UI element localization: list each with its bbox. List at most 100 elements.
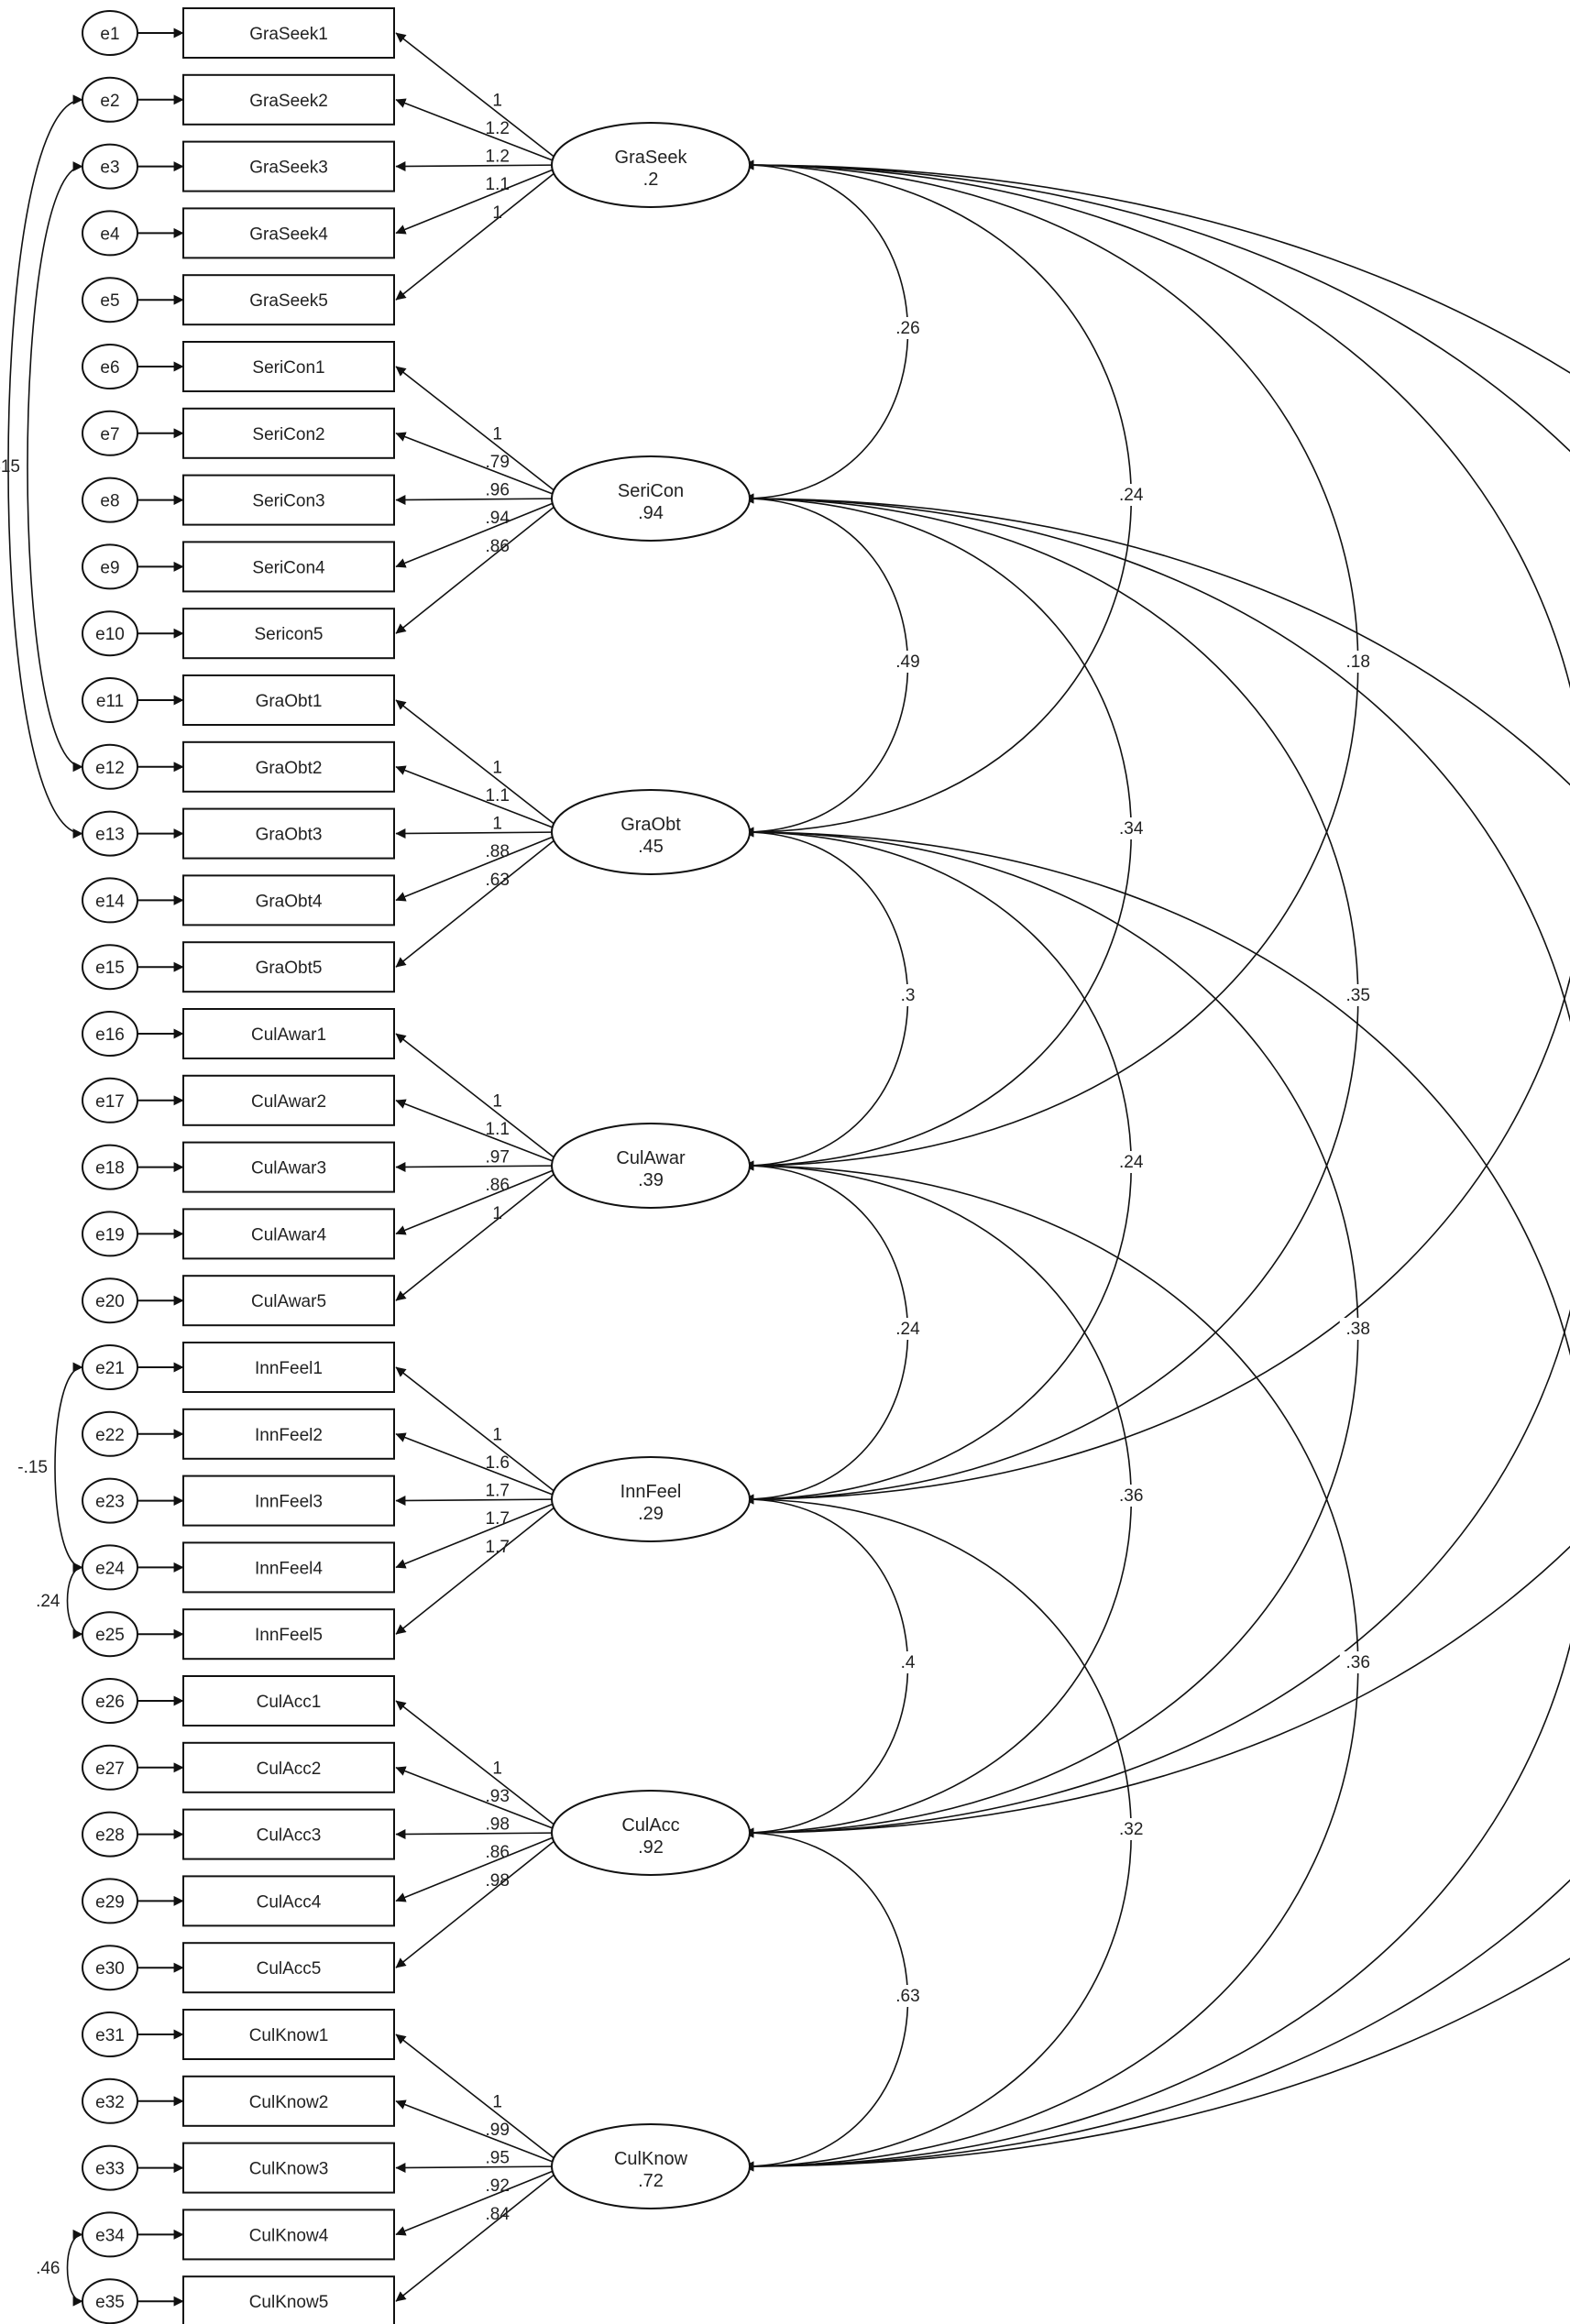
error-term-e10 <box>82 610 138 657</box>
error-label: e29 <box>95 1892 125 1912</box>
covariance-value: .49 <box>895 652 919 672</box>
loading-path <box>395 2163 565 2174</box>
error-label: e13 <box>95 826 125 845</box>
loading-path <box>395 2034 565 2167</box>
indicator-box <box>182 2009 395 2060</box>
latent-name: CulAcc <box>621 1815 679 1836</box>
indicator-box <box>182 874 395 926</box>
error-label: e35 <box>95 2293 125 2312</box>
loading-path <box>395 1162 565 1173</box>
error-term-e15 <box>82 944 138 991</box>
indicator-box <box>182 2209 395 2261</box>
loading-value: 1.1 <box>486 786 510 806</box>
covariance-value: .32 <box>1119 1820 1143 1839</box>
latent-variance: .39 <box>638 1170 664 1190</box>
error-term-e2 <box>82 76 138 123</box>
indicator-label: CulAcc5 <box>257 1959 322 1979</box>
error-label: e10 <box>95 625 125 644</box>
error-term-e11 <box>82 677 138 723</box>
covariance-arc <box>743 159 1570 2172</box>
loading-path <box>395 164 565 301</box>
indicator-label: GraObt2 <box>256 759 323 778</box>
loading-path <box>395 831 565 968</box>
loading-value: .93 <box>486 1787 510 1806</box>
covariance-label-bg <box>889 317 927 339</box>
error-covariance-value: .24 <box>36 1592 60 1611</box>
latent-name: SeriCon <box>618 481 684 501</box>
covariance-label-bg <box>889 1318 927 1340</box>
error-label: e32 <box>95 2093 125 2112</box>
latent-culawar <box>551 1123 751 1209</box>
latent-name: GraObt <box>620 815 681 835</box>
loading-path <box>395 828 565 839</box>
error-label: e21 <box>95 1359 125 1378</box>
indicator-label: CulAcc3 <box>257 1826 322 1846</box>
loading-path <box>395 2165 565 2236</box>
covariance-value: .35 <box>1346 986 1370 1005</box>
loading-value: .95 <box>486 2149 510 2168</box>
indicator-box <box>182 2075 395 2127</box>
loading-path <box>395 2099 565 2167</box>
indicator-label: SeriCon4 <box>252 558 325 577</box>
error-label: e2 <box>100 92 119 111</box>
indicator-label: GraSeek3 <box>249 159 328 178</box>
indicator-label: GraSeek5 <box>249 291 328 311</box>
error-label: e17 <box>95 1092 125 1112</box>
covariance-label-bg <box>1113 817 1150 839</box>
indicator-box <box>182 1741 395 1793</box>
covariance-arc <box>743 493 1359 1505</box>
covariance-arc <box>743 827 1570 2172</box>
loading-path <box>395 831 565 902</box>
error-label: e11 <box>96 692 124 711</box>
indicator-label: CulAwar5 <box>251 1292 326 1311</box>
indicator-box <box>182 2275 395 2324</box>
latent-variance: .72 <box>638 2171 664 2191</box>
error-label: e3 <box>100 159 119 178</box>
covariance-arc <box>743 1160 1359 2172</box>
indicator-box <box>182 274 395 326</box>
error-term-e8 <box>82 477 138 523</box>
loading-value: .98 <box>486 1815 510 1835</box>
error-term-e25 <box>82 1611 138 1658</box>
loading-path <box>395 1432 565 1500</box>
covariance-label-bg <box>1339 651 1377 673</box>
error-label: e22 <box>95 1426 125 1445</box>
loading-path <box>395 495 565 506</box>
latent-variance: .92 <box>638 1837 664 1858</box>
loading-path <box>395 1496 565 1507</box>
error-term-e23 <box>82 1477 138 1524</box>
covariance-value: .63 <box>895 1987 919 2006</box>
error-label: e12 <box>95 759 125 778</box>
covariance-arc <box>743 827 1133 1505</box>
loading-path <box>395 1099 565 1167</box>
covariance-value: .24 <box>895 1320 920 1339</box>
error-term-e4 <box>82 210 138 257</box>
covariance-value: .18 <box>1346 652 1370 672</box>
indicator-box <box>182 73 395 126</box>
indicator-box <box>182 207 395 259</box>
error-term-e30 <box>82 1945 138 1991</box>
loading-value: .98 <box>486 1871 510 1891</box>
covariance-arc <box>743 159 1570 1838</box>
indicator-label: SeriCon3 <box>252 492 324 511</box>
indicator-box <box>182 1541 395 1594</box>
error-label: e25 <box>95 1626 125 1645</box>
covariance-arc <box>743 827 909 1171</box>
loading-value: 1.7 <box>486 1538 510 1557</box>
latent-variance: .45 <box>638 837 664 857</box>
error-term-e7 <box>82 410 138 456</box>
covariance-label-bg <box>889 984 927 1006</box>
covariance-value: .24 <box>1119 486 1144 505</box>
error-term-e18 <box>82 1144 138 1190</box>
covariance-arc <box>743 159 909 504</box>
loading-path <box>395 1033 565 1167</box>
error-covariance-value: .18 <box>0 457 1 477</box>
error-label: e28 <box>95 1826 125 1846</box>
indicator-box <box>182 1208 395 1260</box>
error-covariance-arc <box>7 94 83 839</box>
error-label: e34 <box>95 2226 125 2245</box>
covariance-arc <box>743 159 1133 838</box>
covariance-label-bg <box>889 1651 927 1673</box>
error-covariance-value: .46 <box>36 2259 60 2278</box>
loading-value: 1 <box>492 1204 502 1223</box>
